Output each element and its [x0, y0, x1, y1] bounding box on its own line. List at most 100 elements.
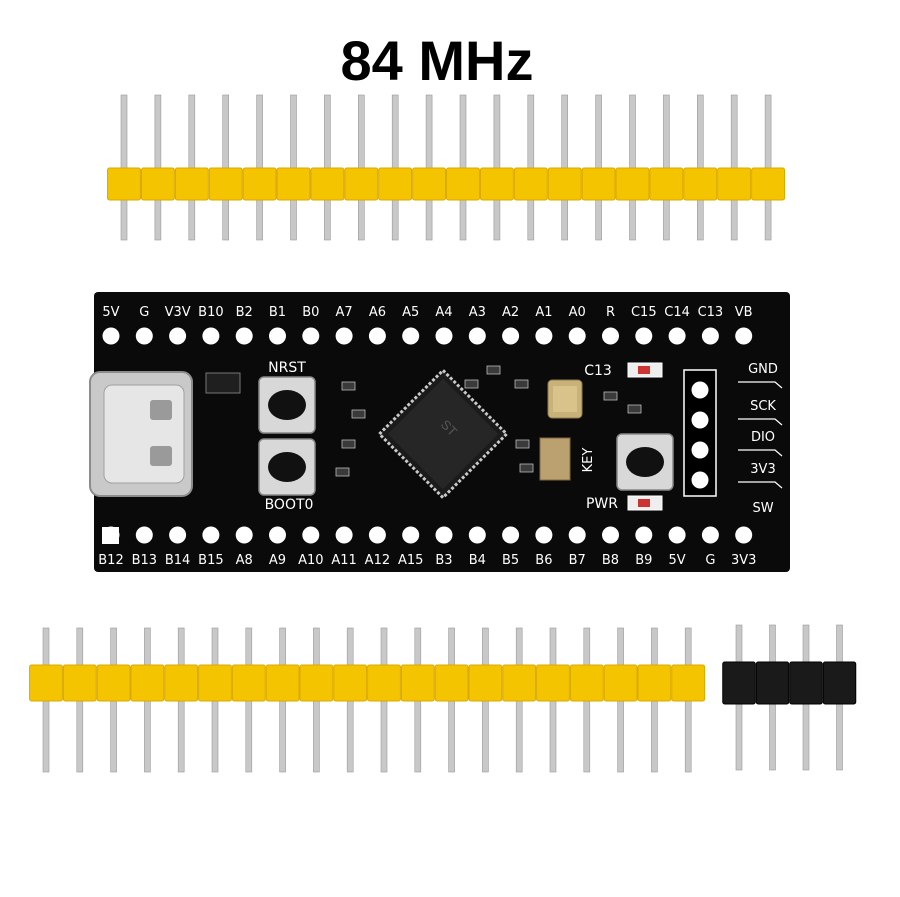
header-body-segment — [140, 167, 175, 201]
key-button-cap — [626, 447, 664, 477]
bottom-pin-label: B15 — [198, 553, 223, 568]
swd-label: 3V3 — [750, 462, 775, 477]
c13-label: C13 — [584, 363, 612, 379]
bottom-pin-label: B7 — [569, 553, 586, 568]
top-pin-pad — [202, 327, 220, 345]
top-pin-label: A4 — [435, 305, 452, 320]
header-body-segment — [789, 661, 823, 705]
top-pin-label: A6 — [369, 305, 386, 320]
pwr-led-lens — [638, 499, 650, 507]
swd-marker — [738, 449, 783, 457]
bottom-pin-label: A10 — [298, 553, 323, 568]
smd-component — [627, 404, 642, 414]
swd-marker — [738, 481, 783, 489]
header-body-segment — [276, 167, 311, 201]
top-pin-pad — [468, 327, 486, 345]
bottom-pin-pad — [435, 526, 453, 544]
crystal-top — [553, 386, 577, 412]
header-body-segment — [378, 167, 413, 201]
bottom-pin-label: B9 — [635, 553, 652, 568]
smd-component — [515, 439, 530, 449]
mcu-chip: ST — [377, 368, 509, 500]
header-body-segment — [603, 664, 638, 702]
header-body-segment — [722, 661, 756, 705]
top-pin-label: A2 — [502, 305, 519, 320]
usb-c-shell — [103, 384, 185, 484]
bottom-pin-pad — [602, 526, 619, 544]
regulator-chip — [205, 372, 241, 394]
top-pin-label: B0 — [302, 305, 319, 320]
bottom-pin-label: B14 — [165, 553, 190, 568]
bottom-pin-label: 3V3 — [731, 553, 756, 568]
bottom-pin-label: A11 — [331, 553, 356, 568]
smd-component — [514, 379, 529, 389]
top-pin-label: 5V — [102, 305, 119, 320]
smd-component — [486, 365, 501, 375]
smd-component — [351, 409, 366, 419]
top-pin-pad — [368, 327, 386, 345]
smd-component — [603, 391, 618, 401]
top-pin-pad — [302, 327, 320, 345]
header-body-segment — [468, 664, 503, 702]
bottom-pin-label: B13 — [132, 553, 157, 568]
low-speed-crystal — [539, 437, 571, 481]
pin1-square-pad — [102, 527, 119, 544]
header-body-segment — [299, 664, 334, 702]
top-pin-label: B1 — [269, 305, 286, 320]
bottom-pin-label: B12 — [98, 553, 123, 568]
top-pin-label: A5 — [402, 305, 419, 320]
header-body-segment — [502, 664, 537, 702]
swd-label: GND — [748, 362, 778, 377]
header-body-segment — [615, 167, 650, 201]
header-body-segment — [400, 664, 435, 702]
swd-pin-header — [722, 624, 857, 771]
header-body-segment — [333, 664, 368, 702]
usb-c-tab — [150, 446, 172, 466]
header-body-segment — [344, 167, 379, 201]
bottom-pin-label: B8 — [602, 553, 619, 568]
header-body-segment — [62, 664, 97, 702]
header-body-segment — [479, 167, 514, 201]
header-body-segment — [29, 664, 63, 702]
header-body-segment — [637, 664, 672, 702]
top-pin-label: C13 — [698, 305, 724, 320]
header-body-segment — [164, 664, 199, 702]
bottom-pin-label: B4 — [469, 553, 486, 568]
smd-component — [519, 463, 534, 473]
bottom-pin-label: B3 — [435, 553, 452, 568]
top-pin-label: A7 — [336, 305, 353, 320]
swd-marker — [738, 381, 783, 389]
top-pin-label: A3 — [469, 305, 486, 320]
header-body-segment — [536, 664, 570, 702]
top-pin-label: C14 — [664, 305, 690, 320]
bottom-pin-pad — [202, 526, 220, 544]
bottom-pin-pad — [368, 526, 386, 544]
header-body-segment — [265, 664, 300, 702]
top-pin-label: A0 — [569, 305, 586, 320]
top-pin-label: G — [139, 305, 149, 320]
key-label: KEY — [581, 448, 596, 473]
smd-component — [335, 467, 350, 477]
bottom-pin-pad — [701, 526, 719, 544]
c13-led-lens — [638, 366, 650, 374]
header-body-segment — [412, 167, 447, 201]
boot0-button-cap — [268, 452, 306, 482]
header-body-segment — [513, 167, 548, 201]
header-body-segment — [367, 664, 401, 702]
top-pin-pad — [701, 327, 719, 345]
bottom-pin-pad — [468, 526, 486, 544]
bottom-pin-pad — [735, 526, 753, 544]
header-body-segment — [107, 167, 141, 201]
top-pin-pad — [135, 327, 153, 345]
header-body-segment — [130, 664, 165, 702]
bottom-pin-pad — [169, 526, 187, 544]
header-body-segment — [198, 664, 232, 702]
top-pin-label: B2 — [236, 305, 253, 320]
top-pin-pad — [169, 327, 187, 345]
header-body-segment — [446, 167, 480, 201]
pwr-label: PWR — [586, 496, 618, 512]
top-pin-label: C15 — [631, 305, 657, 320]
header-body-segment — [755, 661, 790, 705]
